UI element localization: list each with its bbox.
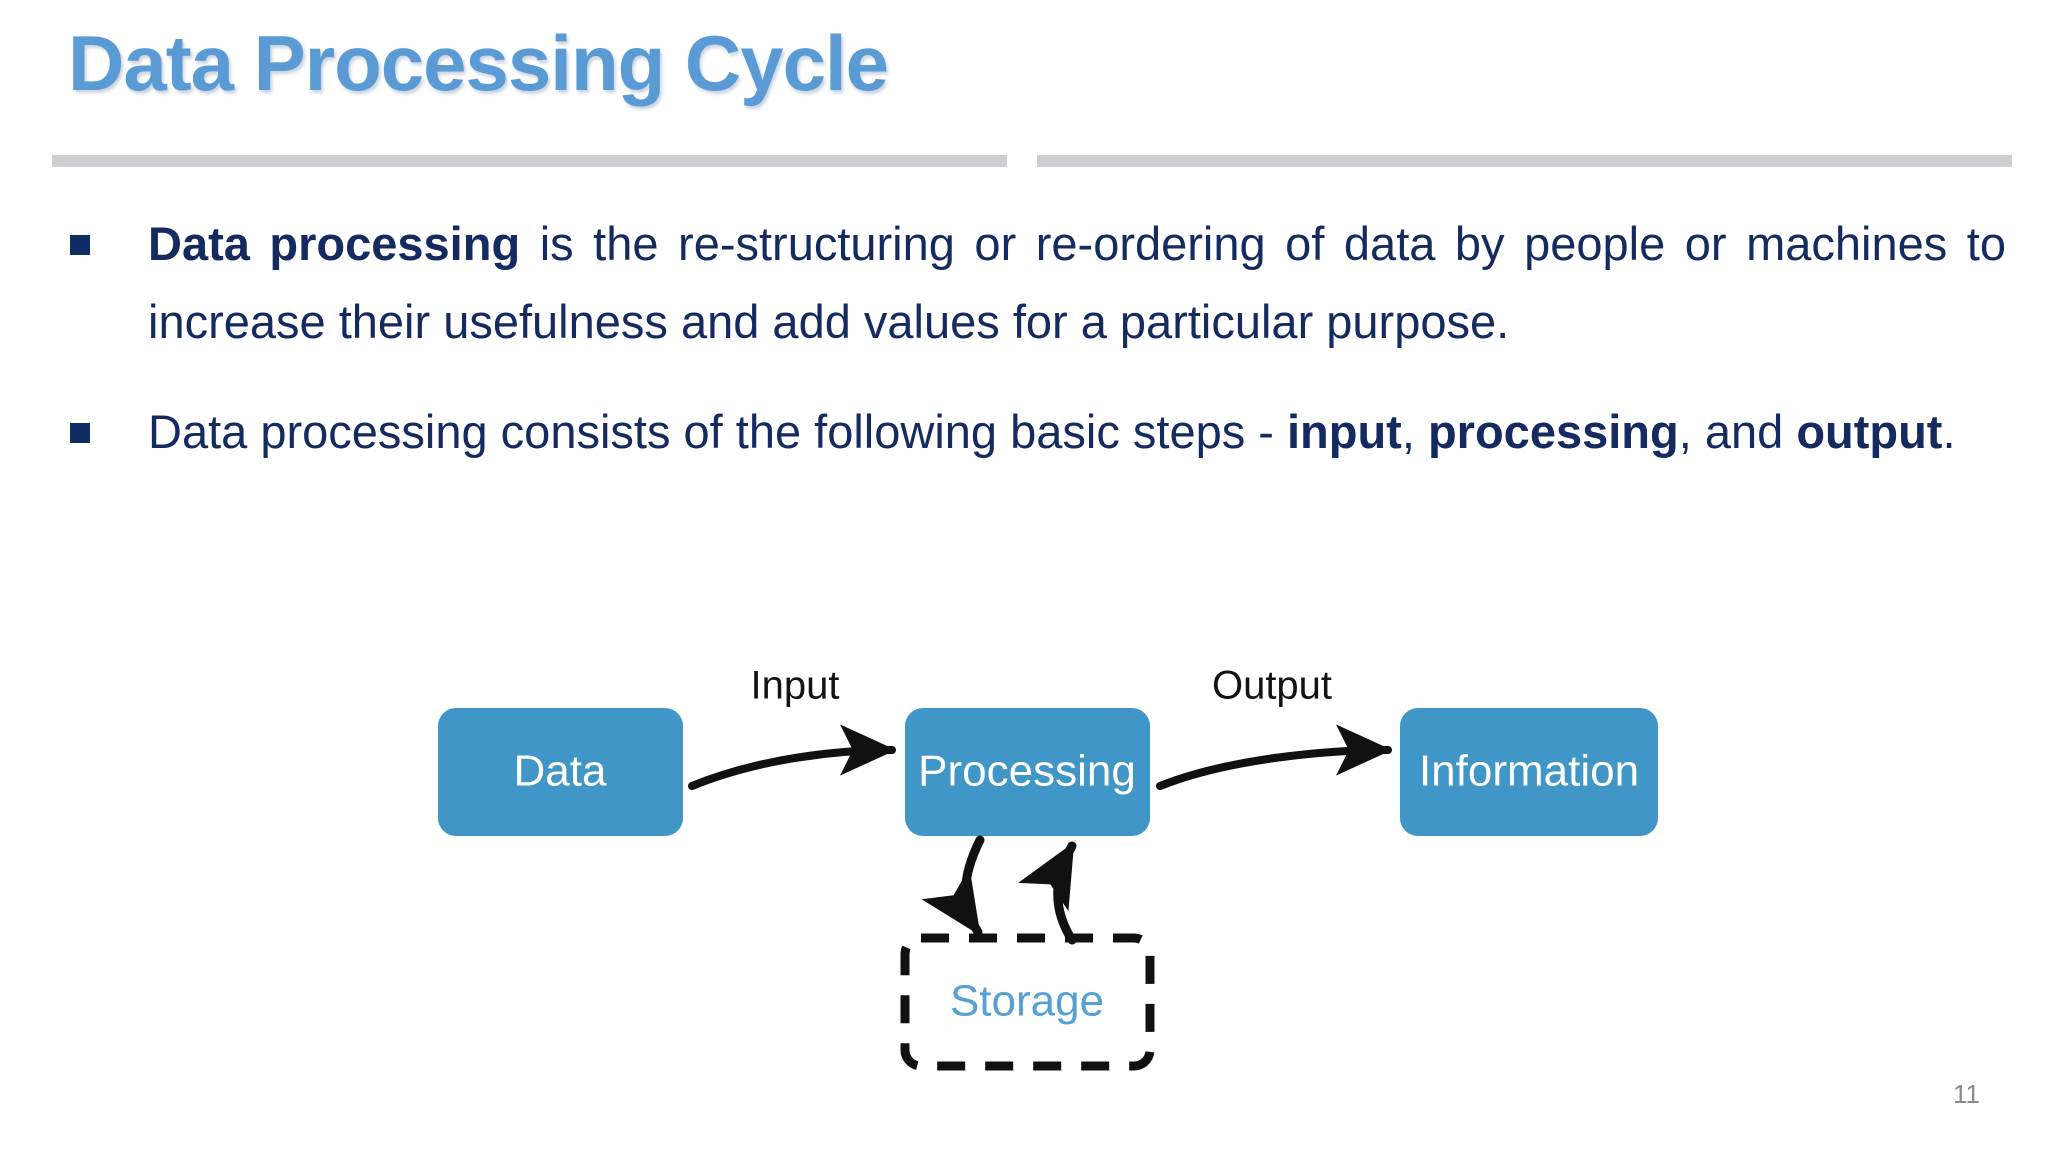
diagram-node-storage: Storage — [900, 933, 1155, 1071]
bullet-2-term-input: input — [1287, 405, 1402, 458]
square-bullet-icon — [70, 423, 90, 443]
title-divider-left — [52, 155, 1007, 167]
diagram-node-data: Data — [438, 708, 683, 836]
bullet-2-lead: Data processing consists of the followin… — [148, 405, 1287, 458]
title-divider-right — [1037, 155, 2012, 167]
diagram-node-storage-label: Storage — [950, 977, 1104, 1026]
bullet-paragraph-1: Data processing is the re-structuring or… — [56, 205, 2006, 361]
diagram-edge-input-label: Input — [751, 664, 840, 708]
diagram-node-data-label: Data — [514, 747, 607, 796]
square-bullet-icon — [70, 235, 90, 255]
diagram-edge-input: Input — [688, 664, 896, 790]
diagram-edge-output: Output — [1156, 664, 1392, 790]
bullet-2-term-processing: processing — [1427, 405, 1679, 458]
bullet-2-sep-2: , and — [1678, 405, 1797, 458]
bullet-1-bold-lead: Data processing — [148, 217, 521, 270]
diagram-edge-output-label: Output — [1212, 664, 1332, 708]
diagram-edge-storage-to-processing — [1018, 841, 1077, 945]
diagram-edge-processing-to-storage — [921, 835, 985, 937]
bullet-paragraph-2: Data processing consists of the followin… — [56, 393, 2006, 471]
bullet-2-term-output: output — [1796, 405, 1943, 458]
diagram-node-processing: Processing — [905, 708, 1150, 836]
slide-number: 11 — [1953, 1079, 1980, 1109]
data-processing-cycle-diagram: Data Processing Information Storage Inpu… — [400, 650, 1700, 1080]
diagram-node-information: Information — [1400, 708, 1658, 836]
bullet-1-rest: is the re-structuring or re-ordering of … — [148, 217, 2006, 348]
diagram-node-information-label: Information — [1419, 747, 1639, 796]
bullet-2-period: . — [1942, 405, 1956, 458]
page-title: Data Processing Cycle — [68, 19, 889, 107]
body-content: Data processing is the re-structuring or… — [56, 205, 2006, 471]
diagram-node-processing-label: Processing — [918, 747, 1136, 796]
bullet-2-sep-1: , — [1401, 405, 1428, 458]
